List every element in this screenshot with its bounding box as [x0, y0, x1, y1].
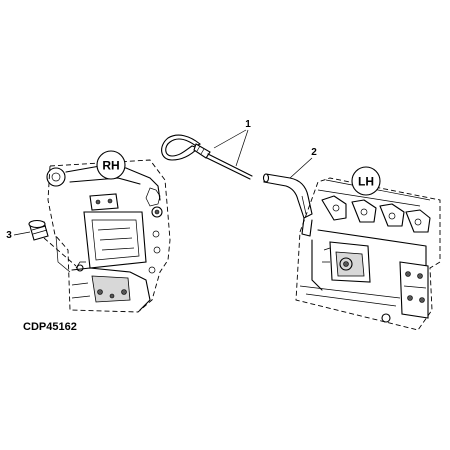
rh-badge-label: RH	[102, 159, 119, 173]
callout-1-label: 1	[245, 119, 251, 130]
fill-cap	[28, 219, 77, 267]
lh-badge-label: LH	[358, 175, 374, 189]
callout-3-label: 3	[6, 230, 12, 241]
callout-1: 1	[213, 119, 251, 167]
dipstick	[161, 134, 253, 180]
rh-badge: RH	[96, 150, 126, 180]
dipstick-tube	[262, 173, 313, 219]
callout-2-label: 2	[311, 147, 317, 158]
lh-badge: LH	[351, 166, 381, 196]
figure-id: CDP45162	[23, 321, 77, 333]
callout-2: 2	[289, 147, 317, 179]
lh-engine-side-view	[295, 177, 441, 331]
rh-engine-side-view	[46, 159, 171, 313]
callout-3: 3	[6, 230, 31, 241]
